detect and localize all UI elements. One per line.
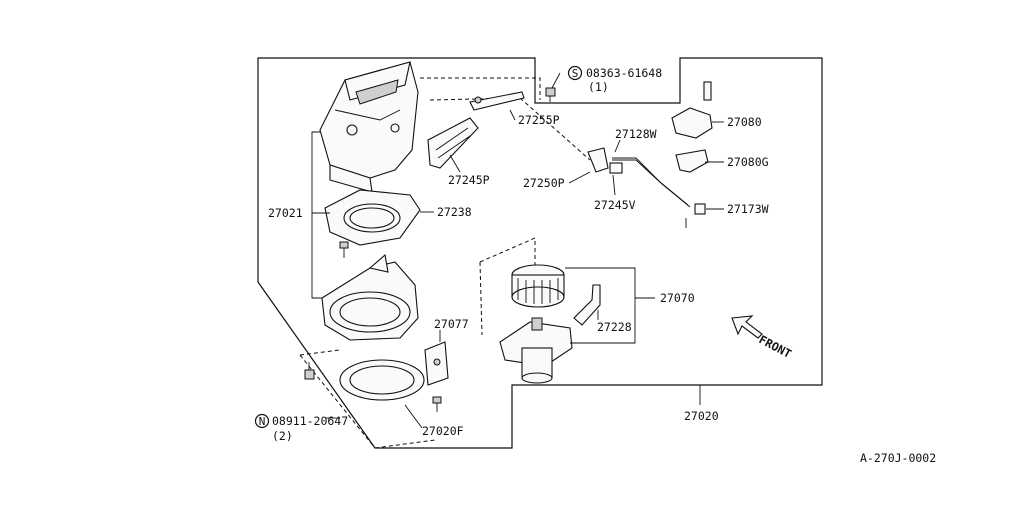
rod-27255P bbox=[469, 91, 525, 111]
bracket-27080G bbox=[675, 149, 709, 173]
label-27080G: 27080G bbox=[727, 155, 769, 169]
nut-08911 bbox=[304, 362, 315, 380]
label-27080: 27080 bbox=[727, 115, 762, 129]
leader-lines bbox=[311, 72, 724, 429]
clip-27245V bbox=[609, 162, 623, 174]
actuator-27080 bbox=[671, 81, 713, 139]
label-27070: 27070 bbox=[660, 291, 695, 305]
label-27020F: 27020F bbox=[422, 424, 464, 438]
label-27238: 27238 bbox=[437, 205, 472, 219]
clamp-27173W bbox=[685, 203, 706, 228]
label-27173W: 27173W bbox=[727, 202, 769, 216]
gasket-27020F bbox=[339, 359, 425, 401]
label-bolt-qty: (1) bbox=[588, 80, 609, 94]
label-27250P: 27250P bbox=[523, 176, 565, 190]
cooling-hose-27228 bbox=[573, 284, 601, 326]
cable-27128W bbox=[612, 157, 691, 208]
upper-blower-case bbox=[319, 61, 419, 193]
svg-text:S: S bbox=[572, 67, 579, 80]
n-symbol-icon: N bbox=[254, 413, 270, 429]
bolt-08363 bbox=[545, 87, 556, 102]
label-nut-part: 08911-20647 bbox=[272, 414, 348, 428]
bracket-27245P bbox=[427, 117, 479, 169]
screw-bracket bbox=[432, 396, 442, 412]
label-27245P: 27245P bbox=[448, 173, 490, 187]
assembly-outline bbox=[257, 57, 823, 449]
lever-27250P bbox=[587, 147, 609, 173]
s-symbol-icon: S bbox=[567, 65, 583, 81]
label-27255P: 27255P bbox=[518, 113, 560, 127]
guide-dashed-lower bbox=[299, 237, 536, 449]
bracket-27077 bbox=[424, 341, 449, 386]
front-arrow-icon bbox=[731, 315, 763, 339]
label-front: FRONT bbox=[757, 332, 794, 361]
lower-blower-case bbox=[321, 253, 419, 341]
label-27021: 27021 bbox=[268, 206, 303, 220]
label-27245V: 27245V bbox=[594, 198, 636, 212]
label-nut-qty: (2) bbox=[272, 429, 293, 443]
drawing-id: A-270J-0002 bbox=[860, 451, 936, 465]
blower-fan bbox=[511, 264, 565, 308]
screw-gasket bbox=[339, 241, 349, 258]
label-27077: 27077 bbox=[434, 317, 469, 331]
label-27128W: 27128W bbox=[615, 127, 657, 141]
blower-motor bbox=[499, 317, 573, 384]
label-27228: 27228 bbox=[597, 320, 632, 334]
label-bolt-part: 08363-61648 bbox=[586, 66, 662, 80]
label-27020: 27020 bbox=[684, 409, 719, 423]
gasket-27238 bbox=[324, 189, 421, 246]
svg-text:N: N bbox=[259, 415, 266, 428]
